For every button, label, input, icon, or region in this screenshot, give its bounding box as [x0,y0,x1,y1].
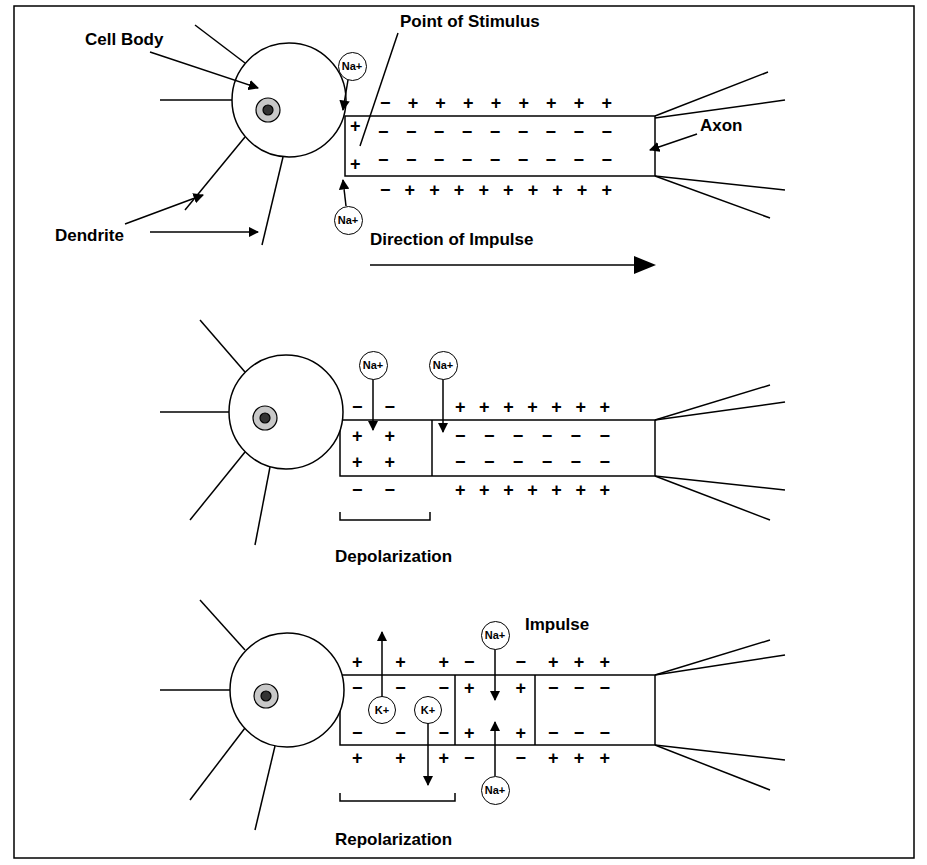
ion-label: Na+ [433,360,454,371]
charge-signs: + + + [352,652,463,673]
part-label: Axon [700,116,743,136]
ion-label: Na+ [485,785,506,796]
ion-label: K+ [421,705,435,716]
charge-signs: − − − [548,678,615,699]
charge-signs: − − [464,652,544,673]
part-label: Point of Stimulus [400,12,540,32]
charge-signs: − − − [548,723,615,744]
part-label: Impulse [525,615,589,635]
charge-signs: − − [352,480,403,501]
charge-signs: − − − − − − [455,452,617,473]
charge-signs: − − [352,397,403,418]
charge-signs: + [350,116,361,137]
charge-signs: + + [352,452,403,473]
part-label: Cell Body [85,30,163,50]
ion-label: Na+ [363,360,384,371]
ion-circle: Na+ [334,206,363,235]
ion-circle: Na+ [338,52,367,81]
charge-signs: + + + + + + + [455,480,614,501]
ion-label: Na+ [485,630,506,641]
charge-signs: − − [464,748,544,769]
ion-circle: K+ [414,696,442,724]
part-label: Dendrite [55,226,124,246]
charge-signs: − − − [352,678,463,699]
charge-signs: + + [352,426,403,447]
charge-signs: + + [464,678,544,699]
phase-label: Repolarization [335,830,452,850]
charge-signs: − + + + + + + + + [380,93,618,114]
charge-signs: − − − − − − [455,426,617,447]
direction-label: Direction of Impulse [370,230,533,250]
charge-signs: + + + [352,748,463,769]
ion-circle: Na+ [429,351,458,380]
charge-signs: − − − − − − − − − [378,122,618,143]
ion-label: Na+ [342,61,363,72]
charge-signs: + + [464,723,544,744]
ion-circle: K+ [368,696,396,724]
charge-signs: + + + [548,748,615,769]
charge-signs: + + + [548,652,615,673]
charge-signs: − − − [352,723,463,744]
charge-signs: + + + + + + + [455,397,614,418]
ion-circle: Na+ [481,776,510,805]
charge-signs: − + + + + + + + + + [380,180,617,201]
ion-label: Na+ [338,215,359,226]
phase-label: Depolarization [335,547,452,567]
charge-signs: + [350,154,361,175]
ion-label: K+ [375,705,389,716]
charge-signs: − − − − − − − − − [378,150,618,171]
ion-circle: Na+ [359,351,388,380]
ion-circle: Na+ [481,621,510,650]
